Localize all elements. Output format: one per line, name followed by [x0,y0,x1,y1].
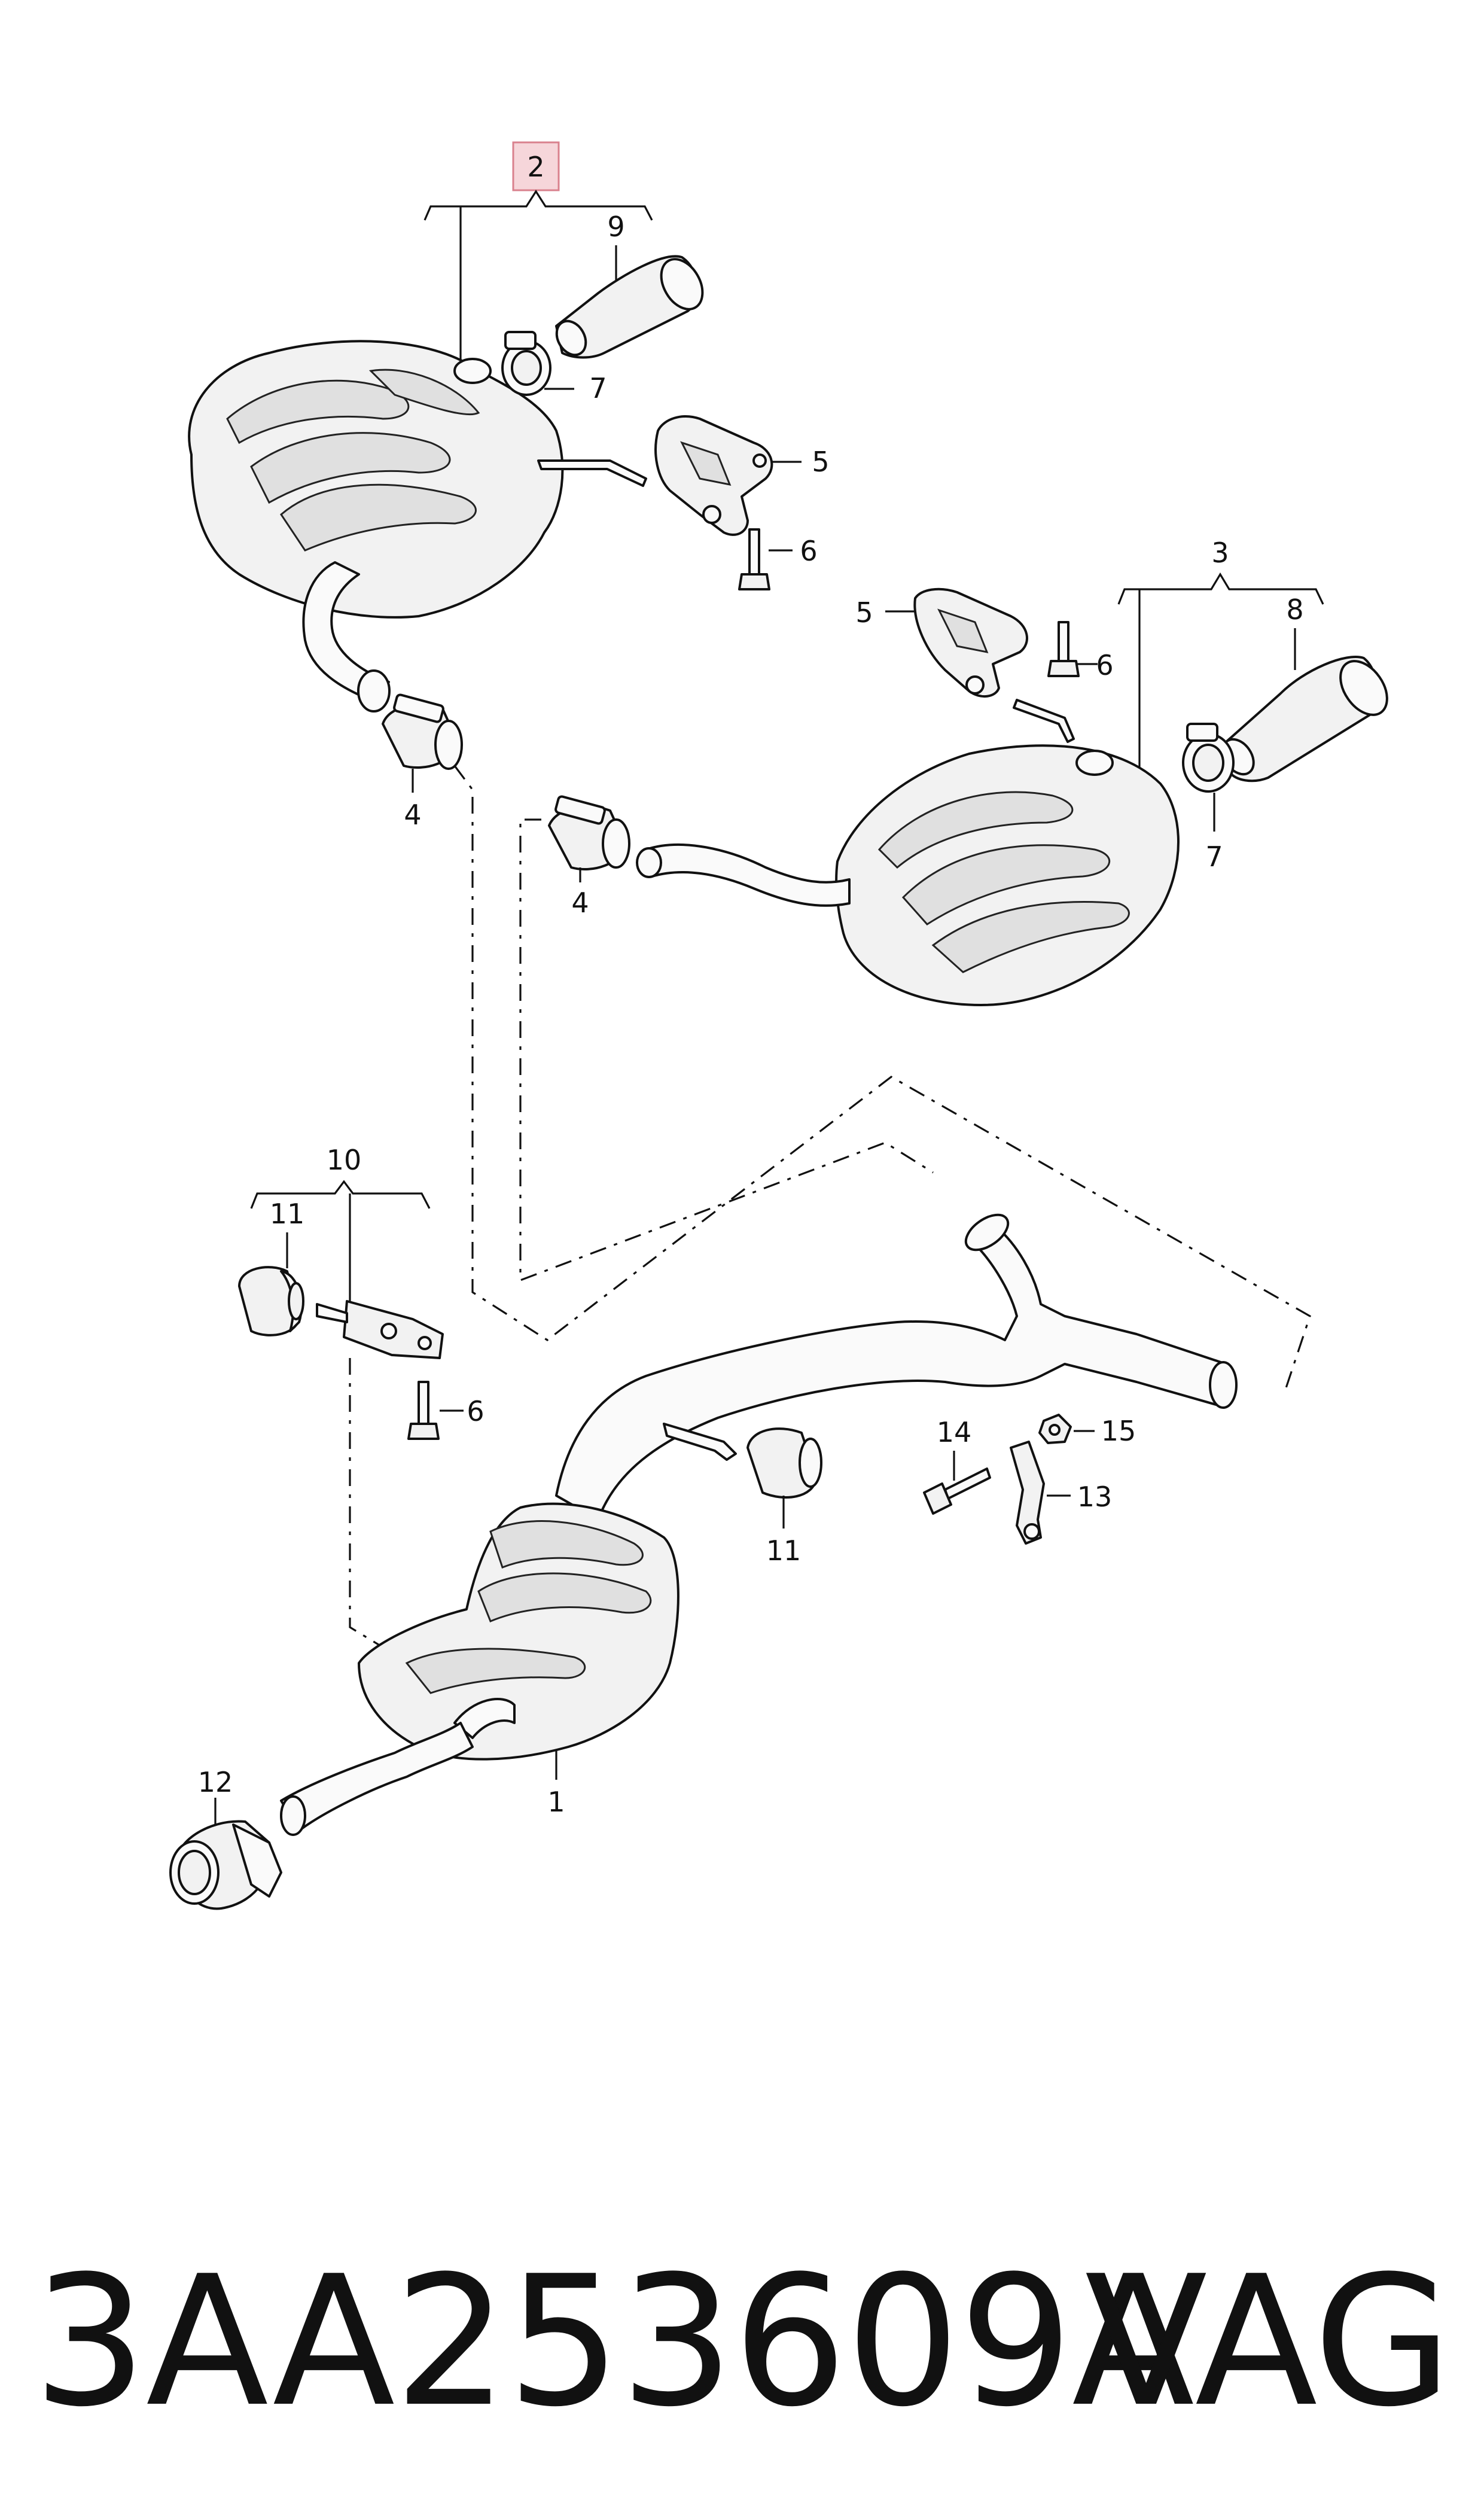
callout-6-right: 6 [1096,649,1113,681]
callout-12: 12 [198,1766,233,1798]
bracket-10 [250,1180,431,1209]
callout-9: 9 [607,211,624,243]
left-rear-silencer [188,340,647,713]
tailpipe-trim-9 [555,255,704,359]
callout-11-left: 11 [270,1198,305,1230]
callout-2: 2 [527,151,544,183]
assembly-line-left [453,765,1311,1389]
clamp-7-top [501,331,551,396]
bracket-5-right [913,587,1075,743]
brand-label: VAG [1084,2237,1452,2446]
callout-4-left: 4 [404,799,421,831]
centre-silencer-1 [280,1502,679,1836]
callout-4-middle: 4 [571,887,589,919]
clamp-12 [169,1820,282,1910]
callout-15: 15 [1101,1415,1136,1447]
bracket-13 [1010,1441,1045,1545]
y-pipe [555,1213,1238,1521]
rubber-mount-11-right [663,1423,822,1499]
assembly-line-middle [519,818,934,1282]
assembly-line-lower [349,1358,419,1670]
callout-7-right: 7 [1205,841,1223,873]
nut-15 [1038,1414,1072,1444]
clamp-4-left [382,693,463,770]
part-number: 3AA253609A [33,2237,1194,2446]
bolt-6-top [738,528,770,590]
callout-14: 14 [937,1416,972,1448]
exhaust-system-diagram: 2 9 7 5 [169,141,1388,1910]
callout-10: 10 [327,1144,362,1176]
bolt-14 [923,1467,991,1515]
callout-8: 8 [1286,593,1303,626]
callout-6-lower: 6 [467,1395,484,1427]
callout-13: 13 [1077,1481,1113,1513]
callout-1: 1 [547,1786,565,1818]
callout-3: 3 [1211,537,1229,569]
callout-6-top: 6 [800,535,817,567]
callout-5-right: 5 [855,596,873,629]
bolt-6-lower [407,1381,440,1440]
clamp-7-right [1182,723,1235,793]
rubber-mount-11-left [238,1266,304,1336]
right-rear-silencer [636,744,1180,1006]
bracket-2 [423,190,653,221]
bracket-3 [1117,572,1324,605]
callout-7-top: 7 [589,372,607,404]
callout-5-top: 5 [812,446,829,478]
bolt-6-right [1047,621,1080,677]
hanger-bracket-10 [316,1300,444,1359]
tailpipe-trim-8 [1221,656,1388,783]
callout-11-right: 11 [766,1534,802,1567]
clamp-4-middle [548,795,630,870]
bracket-5-top [654,415,773,536]
